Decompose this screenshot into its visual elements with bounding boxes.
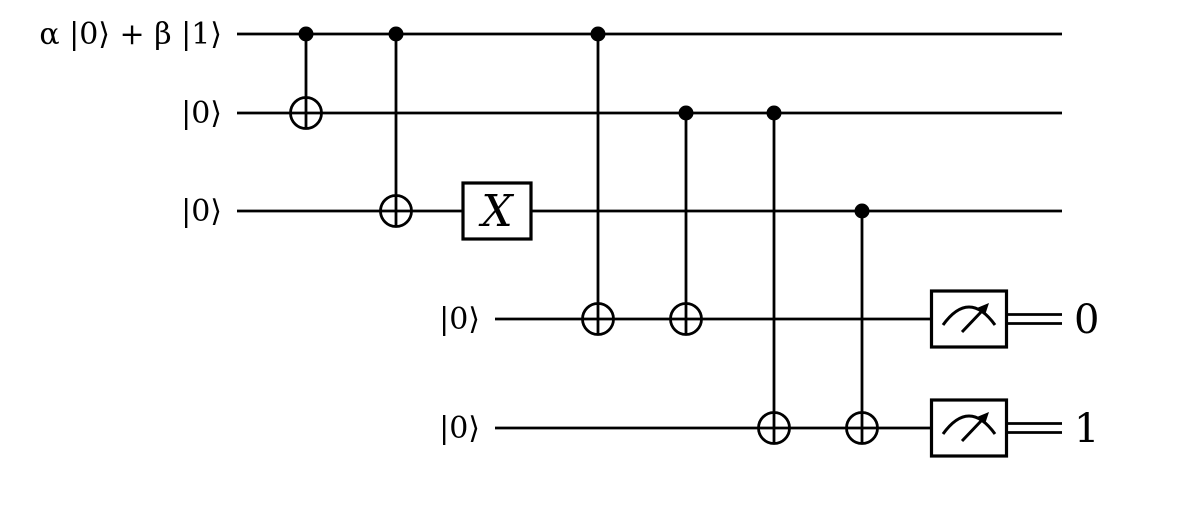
qubit-state-label-4: |0⟩ [439, 411, 480, 446]
meter-needle-icon [960, 418, 984, 443]
cnot-control-dot-4 [678, 105, 694, 121]
cnot-target-icon-0 [289, 96, 323, 130]
cnot-control-dot-5 [766, 105, 782, 121]
meter-arc-icon [941, 305, 997, 326]
classical-bit-label-1: 1 [1074, 406, 1099, 452]
cnot-target-icon-5 [757, 411, 791, 445]
cnot-target-icon-1 [379, 194, 413, 228]
cnot-control-dot-3 [590, 26, 606, 42]
cnot-target-icon-4 [669, 302, 703, 336]
cnot-target-icon-6 [845, 411, 879, 445]
measurement-box [929, 289, 1009, 349]
cnot-target-icon-3 [581, 302, 615, 336]
meter-needle-icon [960, 309, 984, 334]
qubit-state-label-2: |0⟩ [181, 194, 222, 229]
cnot-control-dot-0 [298, 26, 314, 42]
meter-needle-arrowhead-icon [977, 412, 989, 424]
cnot-control-dot-1 [388, 26, 404, 42]
cnot-control-dot-6 [854, 203, 870, 219]
meter-needle-arrowhead-icon [977, 303, 989, 315]
qubit-state-label-0: α |0⟩ + β |1⟩ [39, 17, 222, 52]
measurement-box [929, 398, 1009, 458]
qubit-state-label-3: |0⟩ [439, 302, 480, 337]
x-gate-box [461, 181, 533, 241]
classical-bit-label-0: 0 [1074, 297, 1099, 343]
qubit-state-label-1: |0⟩ [181, 96, 222, 131]
x-gate-label: X [478, 186, 514, 237]
meter-arc-icon [941, 414, 997, 435]
